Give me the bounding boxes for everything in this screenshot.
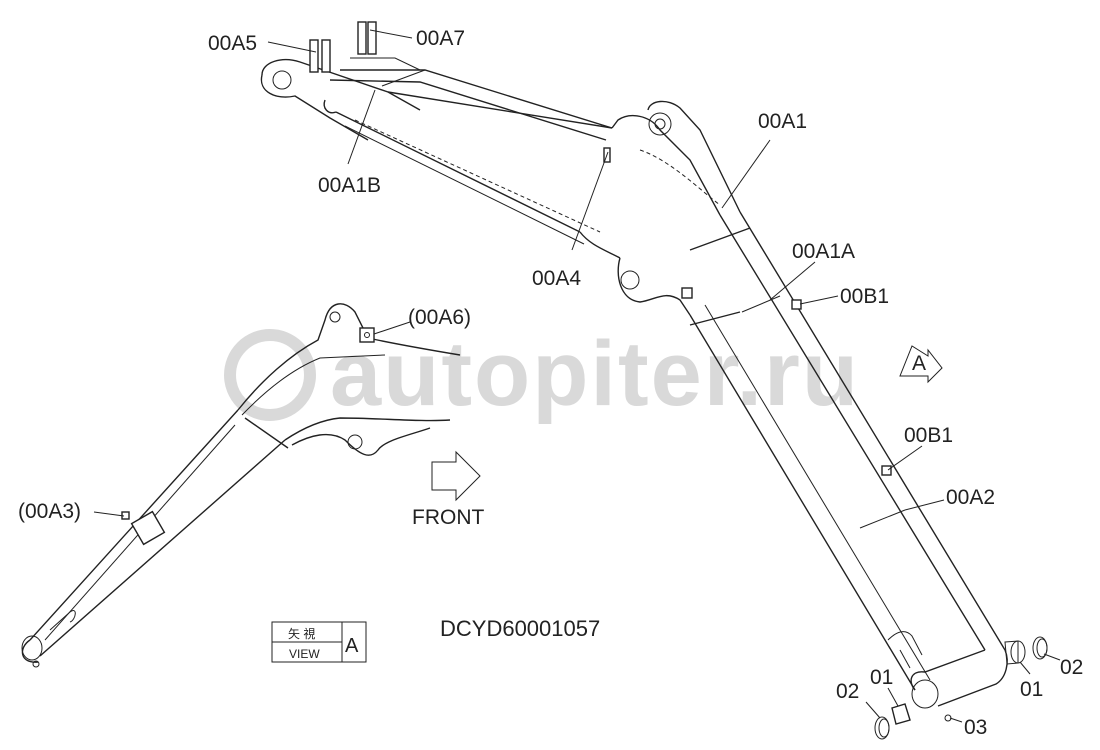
- bushing-01-left-icon: [891, 703, 911, 725]
- drawing-code: DCYD60001057: [440, 616, 600, 641]
- watermark-text: autopiter.ru: [330, 323, 860, 425]
- view-direction-letter: A: [912, 352, 926, 375]
- view-a-boom: [21, 303, 461, 668]
- front-arrow: FRONT: [412, 450, 484, 529]
- front-arrow-icon: [431, 450, 481, 502]
- leader-lines: [93, 29, 1061, 723]
- callout-00a1b: 00A1B: [318, 174, 381, 197]
- view-direction-arrow-icon: [899, 345, 943, 384]
- callout-00b1-mid: 00B1: [904, 424, 953, 447]
- callout-00a2: 00A2: [946, 486, 995, 509]
- callout-02-left: 02: [836, 680, 859, 703]
- bushings: [874, 636, 1048, 740]
- callout-00a1a: 00A1A: [792, 240, 855, 263]
- callout-00a5: 00A5: [208, 32, 257, 55]
- view-box-kanji: 矢 視: [288, 626, 315, 641]
- watermark: autopiter.ru: [224, 323, 860, 425]
- main-boom: [260, 21, 1008, 709]
- callout-00a6: (00A6): [408, 306, 471, 329]
- callouts: 00A5 00A7 00A1B 00A1 00A4 00A1A 00B1 00B…: [18, 27, 1083, 739]
- callout-00a4: 00A4: [532, 267, 581, 290]
- front-label: FRONT: [412, 506, 484, 529]
- view-box-view: VIEW: [289, 647, 320, 661]
- callout-00a1: 00A1: [758, 110, 807, 133]
- watermark-logo-icon: [224, 329, 316, 421]
- callout-00b1-top: 00B1: [840, 285, 889, 308]
- callout-01-left: 01: [870, 666, 893, 689]
- callout-01-right: 01: [1020, 678, 1043, 701]
- view-box: 矢 視 VIEW A: [271, 621, 367, 663]
- view-direction-arrow: A: [899, 345, 943, 384]
- callout-02-right: 02: [1060, 656, 1083, 679]
- callout-00a7: 00A7: [416, 27, 465, 50]
- callout-03: 03: [964, 716, 987, 739]
- view-box-letter: A: [345, 635, 359, 657]
- callout-00a3: (00A3): [18, 500, 81, 523]
